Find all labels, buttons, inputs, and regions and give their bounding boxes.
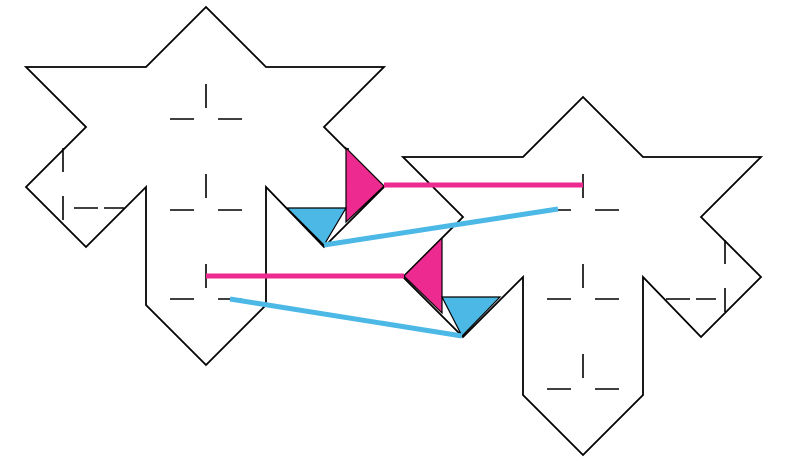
cyan-upper-connector <box>323 206 559 248</box>
left-star-outline <box>23 5 387 367</box>
left-star-piece <box>23 5 387 367</box>
cyan-flap-lower <box>441 296 502 338</box>
magenta-flap-lower <box>403 236 443 315</box>
right-star-piece <box>400 95 764 457</box>
connector-lines <box>206 182 583 339</box>
cyan-flap-upper <box>285 207 348 246</box>
right-star-crease-marks <box>439 174 726 390</box>
magenta-flap-upper <box>345 146 385 224</box>
cyan-lower-connector <box>229 296 463 339</box>
left-star-crease-marks <box>62 84 349 300</box>
right-star-outline <box>400 95 764 457</box>
colored-flaps <box>285 146 502 338</box>
